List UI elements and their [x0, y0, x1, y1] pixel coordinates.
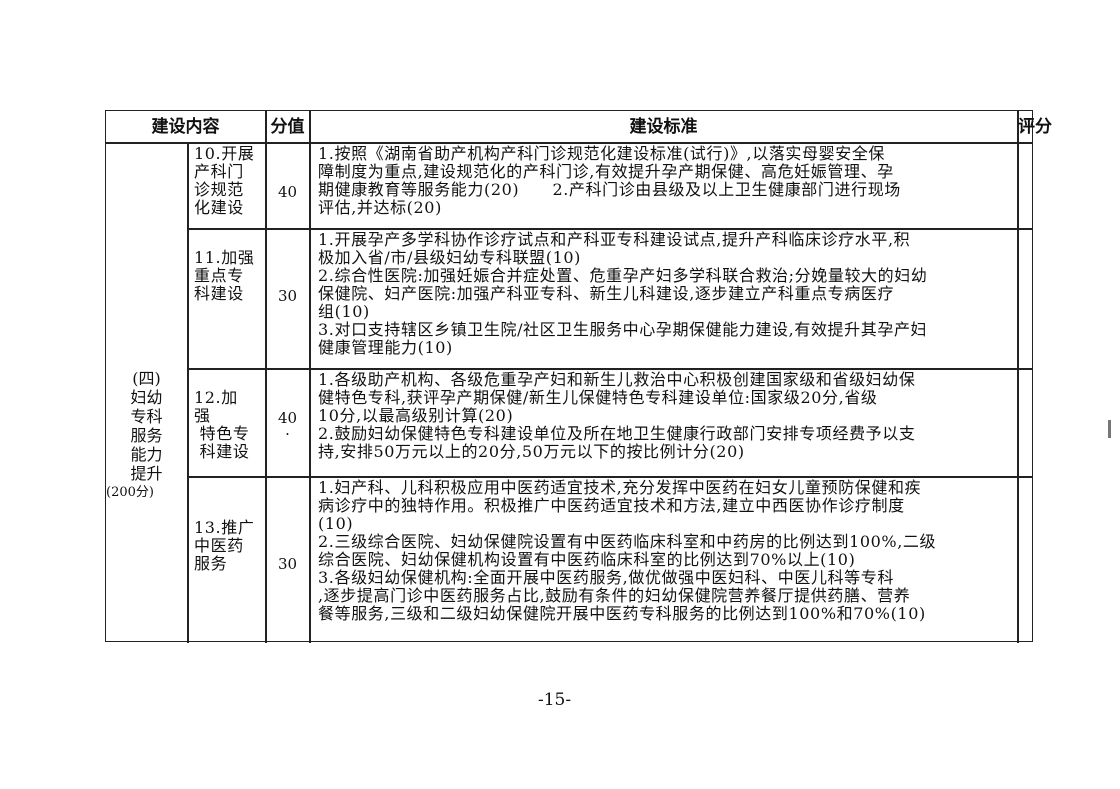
row-score: 30	[277, 555, 298, 573]
header-rating: 评分	[1018, 117, 1052, 137]
divider	[1017, 111, 1019, 643]
divider	[309, 111, 311, 643]
scan-dot: ·	[285, 425, 290, 443]
divider	[187, 368, 1032, 370]
category-line: (200分)	[106, 485, 154, 500]
scan-mark	[1108, 420, 1111, 438]
standard-line: 餐等服务,三级和二级妇幼保健院开展中医药专科服务的比例达到100%和70%(10…	[318, 604, 926, 623]
divider	[187, 228, 1032, 230]
category-line: 提升	[130, 464, 163, 483]
standard-line: 10分,以最高级别计算(20)	[318, 406, 514, 425]
standard-line: 持,安排50万元以上的20分,50万元以下的按比例计分(20)	[318, 442, 745, 461]
standard-line: 组(10)	[318, 302, 370, 321]
item-line: 11.加强	[194, 248, 255, 267]
divider	[106, 142, 1032, 144]
row-item: 11.加强重点专科建设	[194, 249, 264, 303]
row-standard: 1.妇产科、儿科积极应用中医药适宜技术,充分发挥中医药在妇女儿童预防保健和疾病诊…	[318, 479, 1016, 623]
item-line: 重点专	[194, 266, 244, 285]
item-line: 10.开展	[194, 144, 255, 163]
standard-line: 3.对口支持辖区乡镇卫生院/社区卫生服务中心孕期保健能力建设,有效提升其孕产妇	[318, 320, 928, 339]
standard-line: 2.综合性医院:加强妊娠合并症处置、危重孕产妇多学科联合救治;分娩量较大的妇幼	[318, 266, 928, 285]
standard-line: 综合医院、妇幼保健机构设置有中医药临床科室的比例达到70%以上(10)	[318, 550, 856, 569]
standard-line: 评估,并达标(20)	[318, 198, 442, 217]
row-standard: 1.各级助产机构、各级危重孕产妇和新生儿救治中心积极创建国家级和省级妇幼保健特色…	[318, 371, 1016, 461]
item-line: 科建设	[194, 442, 250, 461]
category-line: 能力	[130, 445, 163, 464]
standard-line: ,逐步提高门诊中医药服务占比,鼓励有条件的妇幼保健院营养餐厅提供药膳、营养	[318, 586, 911, 605]
row-standard: 1.按照《湖南省助产机构产科门诊规范化建设标准(试行)》,以落实母婴安全保障制度…	[318, 145, 1016, 217]
standard-line: 2.鼓励妇幼保健特色专科建设单位及所在地卫生健康行政部门安排专项经费予以支	[318, 424, 916, 443]
row-standard: 1.开展孕产多学科协作诊疗试点和产科亚专科建设试点,提升产科临床诊疗水平,积极加…	[318, 231, 1016, 357]
standard-line: 障制度为重点,建设规范化的产科门诊,有效提升孕产期保健、高危妊娠管理、孕	[318, 162, 894, 181]
item-line: 12.加	[194, 388, 238, 407]
row-score: 40	[277, 409, 298, 427]
item-line: 特色专	[194, 424, 250, 443]
standard-line: 1.按照《湖南省助产机构产科门诊规范化建设标准(试行)》,以落实母婴安全保	[318, 144, 886, 163]
standard-line: 1.妇产科、儿科积极应用中医药适宜技术,充分发挥中医药在妇女儿童预防保健和疾	[318, 478, 922, 497]
header-score: 分值	[270, 117, 305, 137]
standard-line: 病诊疗中的独特作用。积极推广中医药适宜技术和方法,建立中西医协作诊疗制度	[318, 496, 905, 515]
category-line: (四)	[132, 369, 161, 388]
divider	[187, 476, 1032, 478]
standard-line: 期健康教育等服务能力(20) 2.产科门诊由县级及以上卫生健康部门进行现场	[318, 180, 901, 199]
standard-line: 1.各级助产机构、各级危重孕产妇和新生儿救治中心积极创建国家级和省级妇幼保	[318, 370, 916, 389]
item-line: 中医药	[194, 536, 244, 555]
item-line: 产科门	[194, 162, 244, 181]
category-cell: (四) 妇幼 专科 服务 能力 提升 (200分)	[106, 369, 187, 502]
category-line: 妇幼	[130, 388, 163, 407]
row-item: 10.开展产科门诊规范化建设	[194, 145, 264, 217]
item-line: 强	[194, 406, 211, 425]
standard-line: 3.各级妇幼保健机构:全面开展中医药服务,做优做强中医妇科、中医儿科等专科	[318, 568, 894, 587]
row-item: 12.加强 特色专 科建设	[194, 389, 264, 461]
standard-line: (10)	[318, 514, 354, 533]
row-item: 13.推广中医药服务	[194, 519, 264, 573]
header-standard: 建设标准	[629, 117, 698, 137]
standard-line: 保健院、妇产医院:加强产科亚专科、新生儿科建设,逐步建立产科重点专病医疗	[318, 284, 895, 303]
row-score: 40	[277, 183, 298, 201]
divider	[187, 143, 189, 643]
header-content: 建设内容	[151, 117, 220, 137]
standard-line: 1.开展孕产多学科协作诊疗试点和产科亚专科建设试点,提升产科临床诊疗水平,积	[318, 230, 911, 249]
standard-line: 2.三级综合医院、妇幼保健院设置有中医药临床科室和中药房的比例达到100%,二级	[318, 532, 937, 551]
divider	[265, 111, 267, 643]
category-line: 专科	[130, 407, 163, 426]
standard-line: 健特色专科,获评孕产期保健/新生儿保健特色专科建设单位:国家级20分,省级	[318, 388, 878, 407]
standard-line: 极加入省/市/县级妇幼专科联盟(10)	[318, 248, 582, 267]
item-line: 服务	[194, 554, 228, 573]
item-line: 13.推广	[194, 518, 255, 537]
evaluation-table: 建设内容 分值 建设标准 评分 (四) 妇幼 专科 服务 能力 提升 (200分…	[105, 110, 1052, 643]
row-score: 30	[277, 287, 298, 305]
category-line: 服务	[130, 426, 163, 445]
standard-line: 健康管理能力(10)	[318, 338, 453, 357]
item-line: 科建设	[194, 284, 244, 303]
item-line: 化建设	[194, 198, 244, 217]
item-line: 诊规范	[194, 180, 244, 199]
page-number: -15-	[538, 690, 572, 710]
